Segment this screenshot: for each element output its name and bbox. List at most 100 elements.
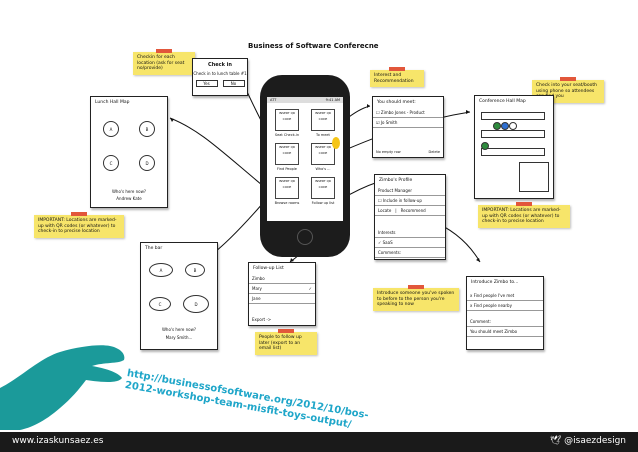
location-dot[interactable] — [501, 122, 509, 130]
dialog-title: Check in — [208, 62, 232, 68]
interest-saas: ✓ SaaS — [375, 238, 445, 248]
qr-placeholder: INSERT QR CODE — [311, 109, 335, 131]
seat-checkin-button[interactable]: INSERT QR CODE Seat Check-in — [269, 109, 305, 137]
browse-rooms-button[interactable]: INSERT QR CODE Browse rooms — [269, 177, 305, 205]
interests-label: Interests — [375, 228, 445, 238]
list-item[interactable]: Mary✓ — [249, 284, 315, 294]
checkin-dialog: Check in Check in to lunch table #1 Yes … — [192, 58, 248, 96]
note-right-important: IMPORTANT: Locations are marked-up with … — [478, 202, 570, 228]
note-introduce: Introduce someone you've spoken to befor… — [373, 285, 459, 311]
profile-screen: Zimbo's Profile Product Manager ☐ Includ… — [374, 174, 446, 260]
booth-row — [481, 130, 545, 138]
introduce-title: Introduce Zimbo to... — [471, 280, 519, 285]
table-label: C — [158, 302, 162, 307]
table-d[interactable]: D — [139, 155, 155, 171]
phone-device: ATT 9:41 AM INSERT QR CODE Seat Check-in… — [260, 75, 350, 257]
finger-cursor-icon — [332, 137, 340, 149]
yes-button[interactable]: Yes — [195, 80, 218, 87]
button-label: Browse rooms — [274, 201, 300, 205]
delete-link[interactable]: Delete — [428, 150, 441, 154]
find-met-option[interactable]: x Find people I've met — [467, 291, 543, 301]
footer-bar: www.izaskunsaez.es 🕊 @isaezdesign — [0, 432, 638, 452]
follow-up-list-screen: Follow-up List Zimbo Mary✓ Jane Export -… — [248, 262, 316, 326]
qr-placeholder: INSERT QR CODE — [275, 143, 299, 165]
profile-role: Product Manager — [375, 186, 445, 196]
table-c[interactable]: C — [149, 297, 171, 311]
table-b[interactable]: B — [185, 263, 205, 277]
item-name: Jane — [252, 296, 261, 301]
note-text: IMPORTANT: Locations are marked-up with … — [482, 208, 561, 224]
whos-here-person: Andrew Kate — [116, 196, 142, 201]
list-item[interactable]: Zimbo — [249, 274, 315, 284]
empty-row-toggle[interactable]: No empty row — [376, 150, 401, 154]
follow-up-list-button[interactable]: INSERT QR CODE Follow up list — [305, 177, 341, 205]
location-dot[interactable] — [493, 122, 501, 130]
to-meet-button[interactable]: INSERT QR CODE To meet — [305, 109, 341, 137]
list-title: Follow-up List — [253, 266, 284, 271]
checkbox-label: Include in follow-up — [382, 198, 422, 203]
table-label: A — [109, 127, 113, 132]
home-button[interactable] — [297, 229, 313, 245]
table-a[interactable]: A — [103, 121, 119, 137]
tape — [389, 67, 405, 71]
qr-placeholder: INSERT QR CODE — [275, 177, 299, 199]
person-name: Zimbo Jones - Product — [380, 110, 425, 115]
twitter-handle[interactable]: 🕊 @isaezdesign — [550, 432, 626, 451]
hand-graphic — [0, 345, 125, 430]
location-dot[interactable] — [481, 142, 489, 150]
whos-here-person: Mary Smith... — [165, 335, 193, 340]
tape — [156, 49, 172, 53]
item-name: Zimbo — [252, 276, 265, 281]
item-name: Mary — [252, 286, 262, 291]
table-label: C — [109, 161, 113, 166]
list-item[interactable]: Jane — [249, 294, 315, 304]
tab-locate[interactable]: Locate — [378, 208, 392, 213]
profile-title: Zimbo's Profile — [379, 178, 413, 183]
website-link[interactable]: www.izaskunsaez.es — [12, 436, 104, 446]
no-button[interactable]: No — [222, 80, 245, 87]
person-row-zimbo[interactable]: ☐ Zimbo Jones - Product — [373, 108, 443, 118]
find-nearby-option[interactable]: x Find people nearby — [467, 301, 543, 311]
whos-here-label: Who's here now? — [111, 189, 147, 194]
table-b[interactable]: B — [139, 121, 155, 137]
comments-label: Comments: — [375, 248, 445, 258]
table-label: A — [159, 268, 163, 273]
profile-tabs: Locate | Recommend — [375, 206, 445, 216]
find-people-button[interactable]: INSERT QR CODE Find People — [269, 143, 305, 171]
table-label: D — [145, 161, 149, 166]
table-d[interactable]: D — [183, 295, 209, 313]
table-label: D — [194, 302, 198, 307]
tape — [408, 285, 424, 289]
table-c[interactable]: C — [103, 155, 119, 171]
button-label: Seat Check-in — [274, 133, 300, 137]
button-label: Follow up list — [311, 201, 335, 205]
carrier-label: ATT — [270, 98, 277, 102]
tape — [278, 329, 294, 333]
comment-text[interactable]: You should meet Zimbo — [467, 327, 543, 337]
export-button[interactable]: Export -> — [252, 317, 272, 322]
table-a[interactable]: A — [149, 263, 173, 277]
lunch-hall-map: Lunch Hall Map A B C D Who's here now? A… — [90, 96, 168, 208]
tape — [71, 212, 87, 216]
note-text: Interest and Recommendation — [374, 73, 414, 84]
page-title: Business of Software Conferecne — [248, 42, 379, 50]
qr-placeholder: INSERT QR CODE — [311, 143, 335, 165]
introduce-screen: Introduce Zimbo to... x Find people I've… — [466, 276, 544, 350]
table-label: B — [193, 268, 197, 273]
note-interest: Interest and Recommendation — [370, 67, 424, 87]
dialog-question: Check in to lunch table #1 — [193, 71, 247, 76]
tab-recommend[interactable]: Recommend — [400, 208, 426, 213]
whos-here-button[interactable]: INSERT QR CODE Who's ... — [305, 143, 341, 171]
include-follow-up-checkbox[interactable]: ☐ Include in follow-up — [375, 196, 445, 206]
location-dot[interactable] — [509, 122, 517, 130]
whos-here-label: Who's here now? — [161, 327, 197, 332]
map-title: The bar — [145, 246, 163, 251]
person-row-jo[interactable]: ☑ Jo Smith — [373, 118, 443, 128]
phone-screen: ATT 9:41 AM INSERT QR CODE Seat Check-in… — [267, 97, 343, 221]
map-title: Lunch Hall Map — [95, 100, 130, 105]
booth-row — [481, 148, 545, 156]
note-text: IMPORTANT: Locations are marked-up with … — [38, 218, 117, 234]
note-checkin: Checkin for each location (ask for seat … — [133, 49, 195, 75]
bar-map: The bar A B C D Who's here now? Mary Smi… — [140, 242, 218, 350]
tape — [516, 202, 532, 206]
